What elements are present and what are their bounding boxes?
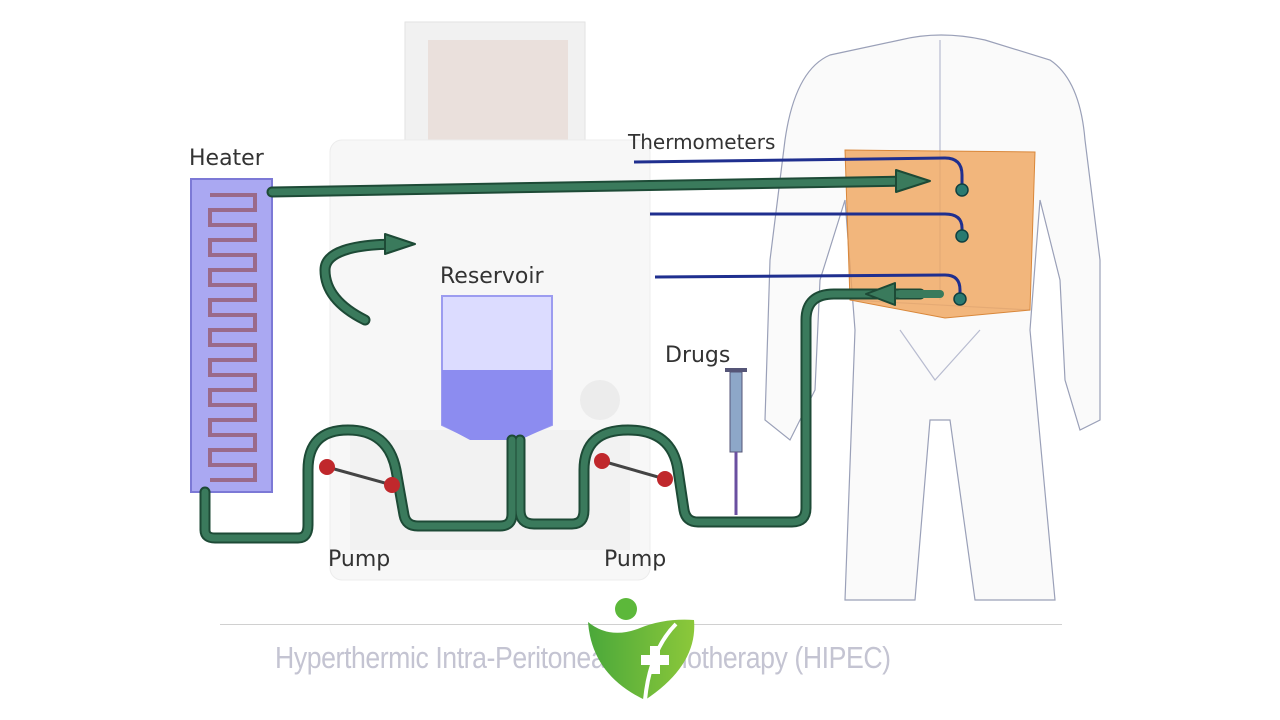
pump-rotor-left (319, 459, 400, 493)
tubing (199, 169, 944, 544)
heater-unit (190, 178, 273, 493)
thermometer-probes (633, 156, 964, 298)
inflow-arrow-icon (895, 169, 931, 193)
drugs-label: Drugs (665, 343, 731, 368)
reservoir-bag (441, 295, 553, 440)
pump-rotor-right (594, 453, 673, 487)
pump-label-right: Pump (604, 547, 667, 572)
diagram-title: Hyperthermic Intra-Peritoneal Chemothera… (275, 640, 891, 675)
heater-label: Heater (189, 146, 264, 171)
pump-label-left: Pump (328, 547, 391, 572)
thermometer-tips (953, 183, 969, 306)
outflow-arrow-icon (865, 282, 896, 306)
human-body-wireframe (764, 34, 1101, 601)
thermometers-label: Thermometers (628, 130, 776, 154)
loop-arrow-icon (384, 233, 416, 255)
syringe-icon (725, 368, 747, 515)
reservoir-label: Reservoir (440, 264, 544, 289)
divider (220, 624, 1062, 625)
